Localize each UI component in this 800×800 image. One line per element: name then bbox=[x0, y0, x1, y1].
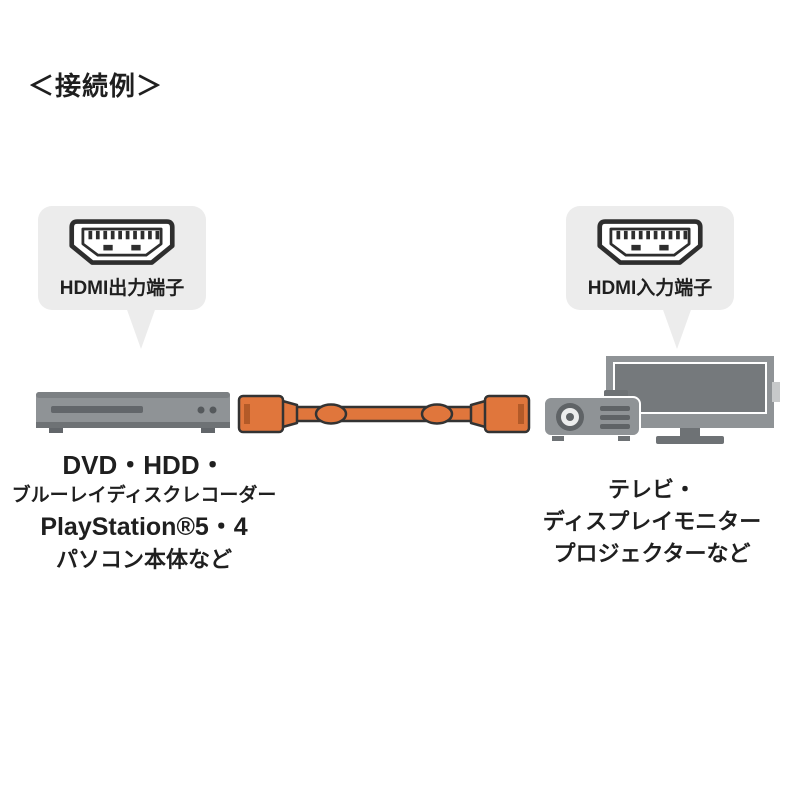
page-title: ＜接続例＞ bbox=[28, 71, 164, 101]
caption-line: ブルーレイディスクレコーダー bbox=[11, 485, 277, 507]
callout-tail bbox=[662, 307, 692, 349]
dvd-recorder-illustration bbox=[36, 392, 230, 433]
caption-line: テレビ・ bbox=[607, 477, 696, 502]
caption-line: DVD・HDD・ bbox=[62, 450, 226, 480]
hdmi-connector-icon bbox=[69, 219, 175, 265]
callout-hdmi-output: HDMI出力端子 bbox=[38, 206, 206, 349]
callout-hdmi-input: HDMI入力端子 bbox=[566, 206, 734, 349]
callout-bubble: HDMI入力端子 bbox=[566, 206, 734, 310]
tv-projector-illustration bbox=[544, 356, 780, 444]
caption-line: PlayStation®5・4 bbox=[40, 512, 248, 541]
callout-bubble: HDMI出力端子 bbox=[38, 206, 206, 310]
caption-line: ディスプレイモニター bbox=[542, 508, 762, 534]
caption-source-devices: DVD・HDD・ ブルーレイディスクレコーダー PlayStation®5・4 … bbox=[8, 450, 280, 575]
caption-display-devices: テレビ・ ディスプレイモニター プロジェクターなど bbox=[518, 474, 786, 570]
callout-label-output: HDMI出力端子 bbox=[59, 278, 185, 299]
caption-line: パソコン本体など bbox=[55, 547, 232, 573]
hdmi-connector-icon bbox=[597, 219, 703, 265]
caption-line: プロジェクターなど bbox=[553, 540, 751, 566]
callout-label-input: HDMI入力端子 bbox=[587, 278, 713, 299]
hdmi-cable-illustration bbox=[237, 394, 531, 434]
callout-tail bbox=[126, 307, 156, 349]
